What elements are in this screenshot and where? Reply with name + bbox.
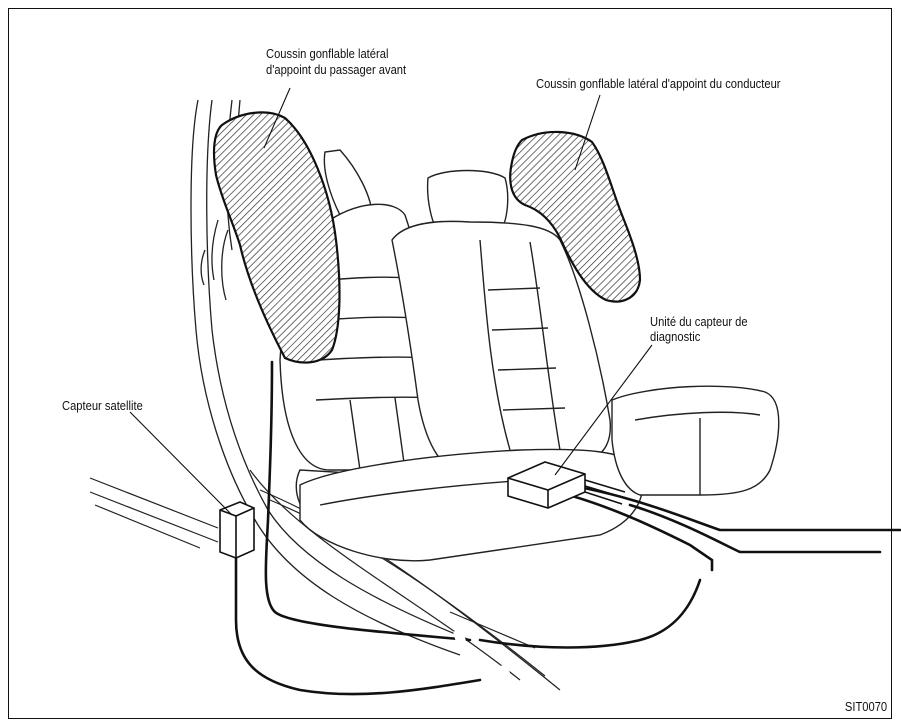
far-seat: [611, 385, 780, 496]
figure-code: SIT0070: [844, 699, 887, 714]
door-frame: [190, 99, 471, 656]
diagnostic-sensor-unit-box: [507, 461, 626, 509]
passenger-airbag-label-line2: d'appoint du passager avant: [266, 62, 407, 77]
driver-seat: [299, 169, 644, 562]
wire-breaks: [453, 628, 513, 684]
leader-lines: [129, 87, 653, 516]
satellite-sensor-box: [219, 501, 255, 559]
passenger-side-airbag: [212, 111, 341, 364]
diagnostic-unit-label-line2: diagnostic: [650, 329, 701, 344]
diagnostic-unit-label-line1: Unité du capteur de: [650, 314, 748, 329]
passenger-airbag-label-line1: Coussin gonflable latéral: [266, 46, 389, 61]
driver-side-airbag: [509, 130, 642, 303]
satellite-sensor-label: Capteur satellite: [62, 398, 143, 413]
driver-airbag-label: Coussin gonflable latéral d'appoint du c…: [536, 76, 781, 91]
